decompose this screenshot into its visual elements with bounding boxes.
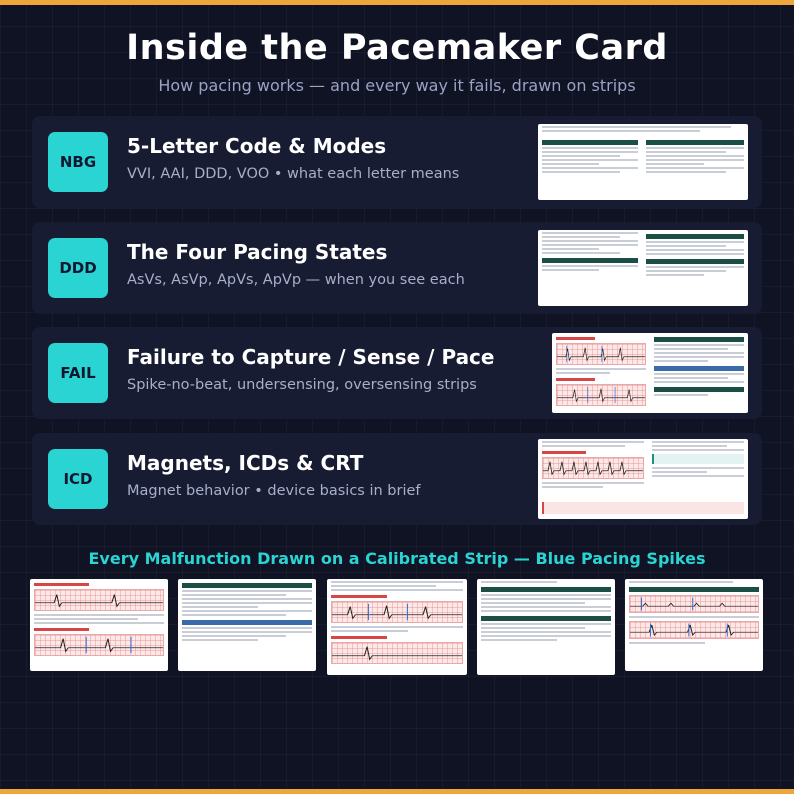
card-preview-thumbnail (538, 124, 748, 200)
card-preview-thumbnail (552, 333, 748, 413)
card-preview-thumbnail (538, 230, 748, 306)
bottom-accent-bar (0, 789, 794, 794)
page-title: Inside the Pacemaker Card (126, 28, 668, 68)
card-preview-thumbnail (538, 439, 748, 519)
card-title: 5-Letter Code & Modes (127, 134, 387, 158)
top-accent-bar (0, 0, 794, 5)
card-title: The Four Pacing States (127, 240, 388, 264)
card-title: Failure to Capture / Sense / Pace (127, 345, 495, 369)
card-badge: NBG (48, 132, 108, 192)
feature-card-nbg: NBG 5-Letter Code & Modes VVI, AAI, DDD,… (32, 116, 762, 208)
card-title: Magnets, ICDs & CRT (127, 451, 364, 475)
card-description: Magnet behavior • device basics in brief (127, 483, 421, 499)
preview-thumbnail-paced-rhythm (625, 579, 763, 671)
section-heading: Every Malfunction Drawn on a Calibrated … (88, 549, 706, 568)
card-description: AsVs, AsVp, ApVs, ApVp — when you see ea… (127, 272, 465, 288)
feature-card-fail: FAIL Failure to Capture / Sense / Pace S… (32, 327, 762, 419)
page-subtitle: How pacing works — and every way it fail… (158, 76, 636, 95)
preview-thumbnail-emergency (178, 579, 316, 671)
feature-card-ddd: DDD The Four Pacing States AsVs, AsVp, A… (32, 222, 762, 314)
card-badge: FAIL (48, 343, 108, 403)
preview-thumbnail-icd-essentials (477, 579, 615, 675)
preview-thumbnail-failure-to-output (30, 579, 168, 671)
card-description: Spike-no-beat, undersensing, oversensing… (127, 377, 477, 393)
card-description: VVI, AAI, DDD, VOO • what each letter me… (127, 166, 460, 182)
card-badge: ICD (48, 449, 108, 509)
preview-thumbnail-undersensing (327, 579, 467, 675)
feature-card-icd: ICD Magnets, ICDs & CRT Magnet behavior … (32, 433, 762, 525)
card-badge: DDD (48, 238, 108, 298)
